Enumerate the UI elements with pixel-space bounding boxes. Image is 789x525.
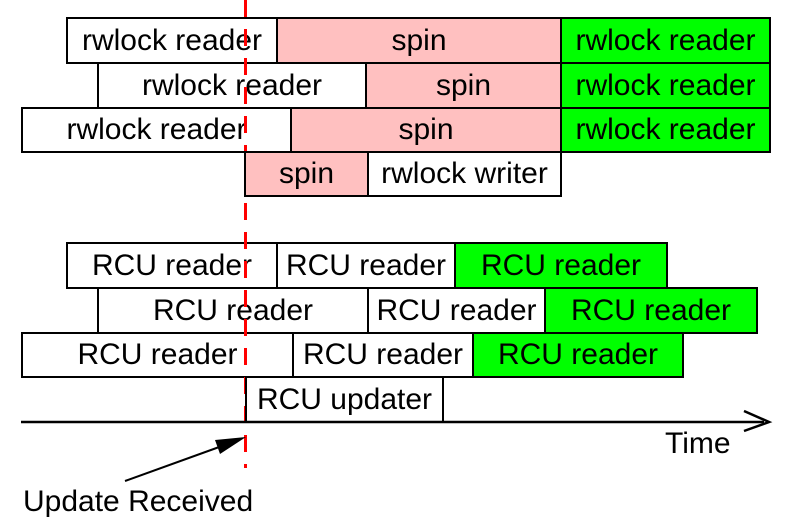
- rwlock-reader-box: rwlock reader: [560, 62, 771, 109]
- rcu-reader-box: RCU reader: [454, 242, 668, 289]
- rwlock-writer-box: rwlock writer: [367, 151, 562, 197]
- update-annotation-arrowhead-icon: [215, 437, 246, 454]
- rwlock-reader-box: rwlock reader: [66, 17, 278, 64]
- rwlock-reader-box: rwlock reader: [97, 62, 367, 109]
- rcu-updater-box: RCU updater: [245, 376, 444, 423]
- rcu-reader-box: RCU reader: [292, 332, 474, 378]
- spin-box: spin: [290, 107, 562, 153]
- rcu-reader-box: RCU reader: [472, 332, 684, 378]
- rwlock-reader-box: rwlock reader: [560, 17, 771, 64]
- update-annotation-arrow: [124, 445, 223, 482]
- update-received-label: Update Received: [23, 485, 254, 518]
- rcu-reader-box: RCU reader: [97, 287, 369, 334]
- rcu-reader-box: RCU reader: [21, 332, 294, 378]
- spin-box: spin: [365, 62, 562, 109]
- spin-box: spin: [276, 17, 562, 64]
- rcu-reader-box: RCU reader: [276, 242, 456, 289]
- rwlock-reader-box: rwlock reader: [560, 107, 771, 153]
- time-axis-label: Time: [665, 427, 731, 460]
- spin-box: spin: [244, 151, 369, 197]
- rwlock-reader-box: rwlock reader: [21, 107, 292, 153]
- rcu-reader-box: RCU reader: [544, 287, 758, 334]
- update-received-marker-line: [244, 0, 247, 468]
- time-axis-arrowhead-icon: [743, 409, 773, 433]
- rcu-reader-box: RCU reader: [367, 287, 546, 334]
